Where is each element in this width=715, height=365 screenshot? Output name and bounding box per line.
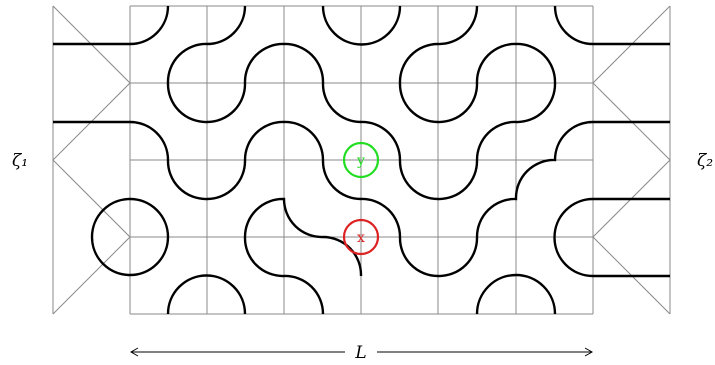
green-marker: y <box>342 141 380 179</box>
red-marker: x <box>342 218 380 256</box>
length-arrow: L <box>129 343 594 363</box>
right-boundary-triangle <box>592 5 671 315</box>
loop-configuration <box>53 5 670 315</box>
zeta-left-label: ζ₁ <box>12 151 28 171</box>
lattice-grid <box>129 5 594 315</box>
marker-y-label: y <box>356 153 365 169</box>
length-label: L <box>354 343 366 363</box>
zeta-right-label: ζ₂ <box>697 151 713 171</box>
marker-x-label: x <box>357 230 365 246</box>
left-boundary-triangle <box>52 5 131 315</box>
